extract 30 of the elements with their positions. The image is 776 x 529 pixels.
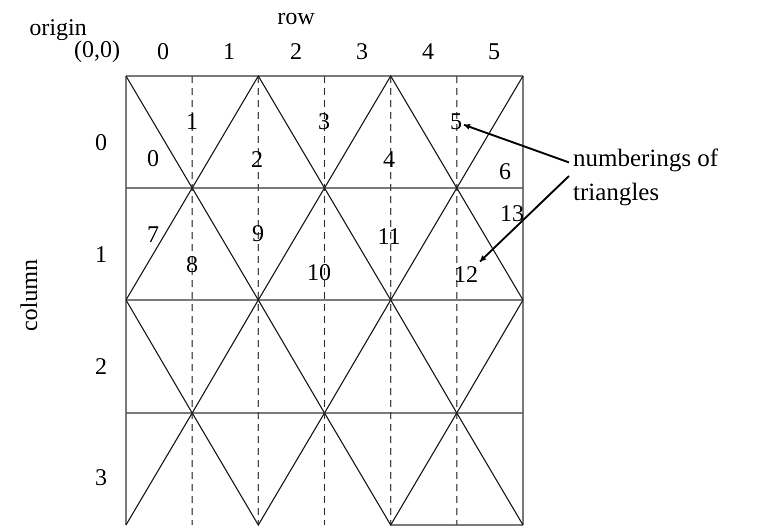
triangle-number: 1 [186, 110, 198, 134]
origin-label: origin [29, 16, 87, 40]
arrow [479, 175, 570, 262]
row-index: 1 [95, 243, 107, 267]
triangle-number: 5 [450, 110, 462, 134]
row-index: 2 [95, 355, 107, 379]
triangle-number: 6 [499, 160, 511, 184]
column-index: 0 [157, 40, 169, 64]
row-index: 0 [95, 131, 107, 155]
triangle-number: 7 [147, 223, 159, 247]
arrow [464, 124, 570, 164]
triangle-number: 12 [454, 263, 478, 287]
callout-text: numberings of triangles [573, 142, 748, 210]
column-index: 1 [223, 40, 235, 64]
column-index: 3 [356, 40, 368, 64]
triangle-number: 4 [383, 148, 395, 172]
row-index: 3 [95, 466, 107, 490]
triangle-number: 8 [186, 253, 198, 277]
triangle-number: 10 [307, 261, 331, 285]
axis-title: column [18, 259, 42, 331]
triangle-number: 2 [251, 148, 263, 172]
origin-coordinate: (0,0) [74, 38, 120, 62]
triangle-number: 3 [318, 110, 330, 134]
triangle-number: 9 [252, 222, 264, 246]
axis-title: row [277, 5, 315, 29]
triangle-number: 0 [147, 147, 159, 171]
triangle-number: 11 [377, 225, 401, 249]
column-index: 4 [422, 40, 434, 64]
column-index: 5 [488, 40, 500, 64]
column-index: 2 [290, 40, 302, 64]
